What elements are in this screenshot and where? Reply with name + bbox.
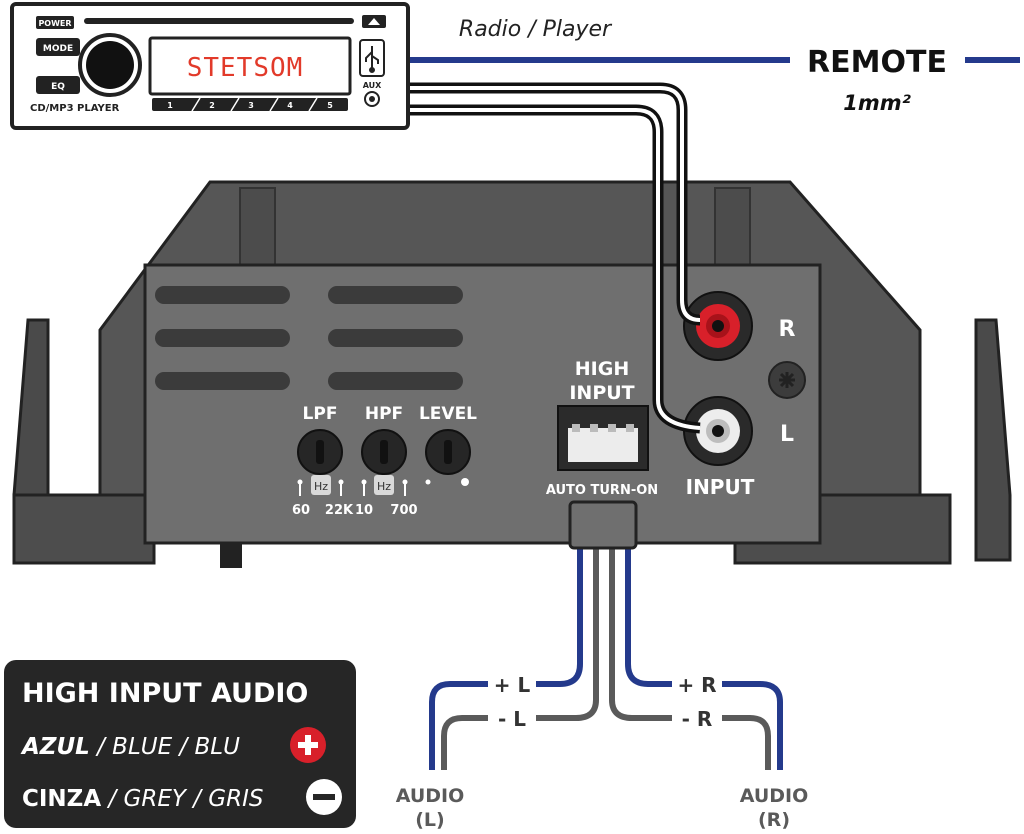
model-label: CD/MP3 PLAYER (30, 103, 120, 114)
legend-grey-rest: / GREY / GRIS (101, 786, 263, 812)
display (148, 36, 352, 96)
amplifier: LPF HPF LEVEL Hz Hz 60 22K 10 (12, 180, 1012, 568)
legend-blue-rest: / BLUE / BLU (90, 734, 240, 760)
lpf-min-label: 60 (292, 503, 310, 518)
hpf-knob[interactable] (361, 429, 407, 475)
power-button[interactable] (36, 16, 74, 29)
input-label: INPUT (686, 475, 755, 499)
minus-r-label: - R (682, 707, 713, 731)
lpf-label: LPF (303, 404, 338, 424)
minus-icon (306, 779, 342, 815)
high-input-connector[interactable] (557, 405, 649, 471)
ground-screw-icon[interactable] (768, 361, 806, 399)
hpf-hz-label: Hz (377, 480, 391, 493)
rca-jack-right[interactable] (683, 291, 753, 361)
filter-scale-marks (297, 478, 469, 496)
eject-icon (368, 18, 380, 25)
plus-l-label: + L (494, 673, 531, 697)
lpf-hz-label: Hz (314, 480, 328, 493)
eq-label: EQ (51, 82, 65, 92)
plus-r-label: + R (677, 673, 716, 697)
radio-head-unit: POWER MODE EQ STETSOM AUX CD/MP3 PLAYER … (10, 2, 410, 130)
remote-gauge-label: 1mm² (843, 91, 911, 115)
level-knob[interactable] (425, 429, 471, 475)
aux-label: AUX (363, 81, 382, 90)
high-input-harness (429, 548, 783, 770)
hpf-max-label: 700 (390, 503, 417, 518)
preset-2[interactable]: 2 (209, 101, 215, 110)
audio-right-channel: (R) (758, 809, 790, 831)
remote-label: REMOTE (807, 45, 947, 80)
usb-icon (365, 46, 379, 73)
harness-plug[interactable] (568, 500, 638, 550)
display-text: STETSOM (187, 53, 304, 83)
preset-1[interactable]: 1 (167, 101, 173, 110)
preset-4[interactable]: 4 (287, 101, 293, 110)
high-input-label-1: HIGH (575, 358, 629, 380)
high-input-label-2: INPUT (569, 382, 634, 404)
plus-icon (290, 727, 326, 763)
preset-5[interactable]: 5 (327, 101, 333, 110)
lpf-max-label: 22K (325, 503, 354, 518)
lpf-knob[interactable] (297, 429, 343, 475)
mode-button[interactable] (36, 38, 80, 56)
radio-player-label: Radio / Player (459, 17, 613, 42)
audio-left-label: AUDIO (396, 785, 465, 807)
legend-blue-main: AZUL (20, 734, 90, 760)
eq-button[interactable] (36, 76, 80, 94)
rca-cables (410, 82, 701, 434)
rca-r-label: R (779, 317, 796, 342)
hpf-min-label: 10 (355, 503, 373, 518)
legend-title: HIGH INPUT AUDIO (22, 678, 308, 709)
preset-3[interactable]: 3 (248, 101, 254, 110)
preset-bar (152, 98, 348, 111)
rca-jack-left[interactable] (683, 396, 753, 466)
svg-text:AZUL / BLUE / BLU: AZUL / BLUE / BLU (20, 734, 240, 760)
legend-box: HIGH INPUT AUDIO AZUL / BLUE / BLU CINZA… (4, 660, 356, 828)
vents (155, 286, 463, 390)
mode-label: MODE (43, 44, 73, 54)
level-label: LEVEL (419, 404, 477, 424)
aux-jack[interactable] (364, 91, 380, 107)
svg-text:CINZA / GREY / GRIS: CINZA / GREY / GRIS (22, 786, 264, 812)
legend-grey-main: CINZA (22, 786, 101, 812)
hpf-label: HPF (365, 404, 403, 424)
audio-left-channel: (L) (415, 809, 444, 831)
auto-turn-on-label: AUTO TURN-ON (546, 483, 658, 498)
audio-right-label: AUDIO (740, 785, 809, 807)
minus-l-label: - L (498, 707, 526, 731)
volume-knob[interactable] (78, 33, 142, 97)
power-label: POWER (38, 19, 71, 28)
rca-l-label: L (780, 422, 794, 447)
